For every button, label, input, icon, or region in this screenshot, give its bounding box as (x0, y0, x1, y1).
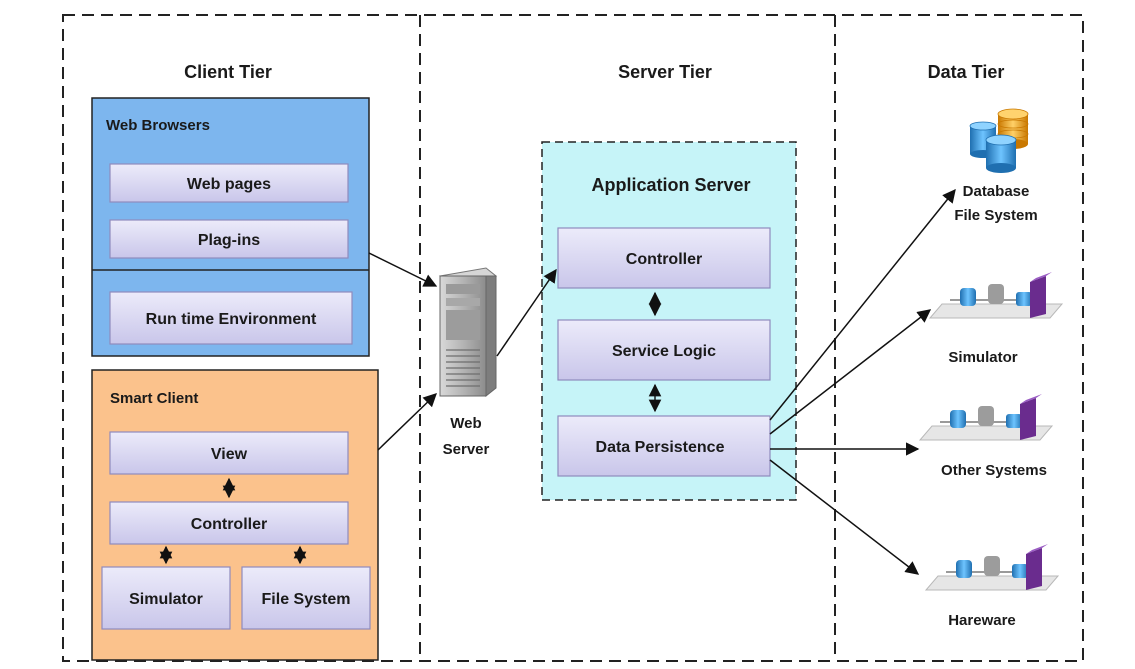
client-simulator-label: Simulator (129, 591, 203, 608)
arrow-webserver-to-appserver (496, 268, 557, 357)
other-systems-label: Other Systems (941, 462, 1047, 479)
data-persistence-box[interactable]: Data Persistence (557, 415, 771, 477)
application-server-panel: Application Server Controller Service Lo… (541, 141, 797, 501)
service-logic-box[interactable]: Service Logic (557, 319, 771, 381)
database-label-line1: Database (963, 183, 1030, 200)
arrow-persistence-to-hardware (769, 459, 920, 575)
arrow-persistence-to-simulator (769, 309, 932, 435)
server-controller-box[interactable]: Controller (557, 227, 771, 289)
hardware-device-icon (924, 544, 1060, 591)
plugins-box[interactable]: Plag-ins (109, 219, 349, 259)
web-browsers-title: Web Browsers (106, 117, 210, 134)
service-logic-label: Service Logic (612, 343, 716, 360)
client-simulator-box[interactable]: Simulator (101, 566, 231, 630)
runtime-environment-label: Run time Environment (146, 311, 317, 328)
smart-client-title: Smart Client (110, 390, 198, 407)
web-pages-label: Web pages (187, 176, 271, 193)
arrow-plugins-to-webserver (368, 252, 438, 287)
web-browsers-panel: Web Browsers Web pages Plag-ins Run time… (91, 97, 370, 357)
web-pages-box[interactable]: Web pages (109, 163, 349, 203)
hardware-label: Hareware (948, 612, 1016, 629)
data-tier-title: Data Tier (928, 62, 1005, 82)
database-icon (969, 108, 1029, 173)
simulator-device-icon (928, 272, 1064, 319)
server-controller-label: Controller (626, 251, 702, 268)
data-persistence-label: Data Persistence (596, 439, 725, 456)
view-label: View (211, 446, 248, 463)
arrow-smartclient-to-webserver (377, 393, 437, 451)
connector-arrows (368, 188, 956, 575)
client-file-system-label: File System (262, 591, 351, 608)
client-file-system-box[interactable]: File System (241, 566, 371, 630)
client-controller-label: Controller (191, 516, 267, 533)
web-server-label-line1: Web (450, 415, 481, 432)
web-server-icon (438, 267, 498, 398)
plugins-label: Plag-ins (198, 232, 260, 249)
view-box[interactable]: View (109, 431, 349, 475)
runtime-environment-box[interactable]: Run time Environment (109, 291, 353, 345)
other-systems-device-icon (918, 394, 1054, 441)
smart-client-panel: Smart Client View Controller Simulator F… (91, 369, 379, 661)
web-server-label-line2: Server (443, 441, 490, 458)
database-label-line2: File System (954, 207, 1037, 224)
application-server-title: Application Server (591, 175, 750, 195)
simulator-label: Simulator (948, 349, 1017, 366)
client-tier-title: Client Tier (184, 62, 272, 82)
server-tier-title: Server Tier (618, 62, 712, 82)
client-controller-box[interactable]: Controller (109, 501, 349, 545)
arrow-persistence-to-database (769, 188, 956, 421)
